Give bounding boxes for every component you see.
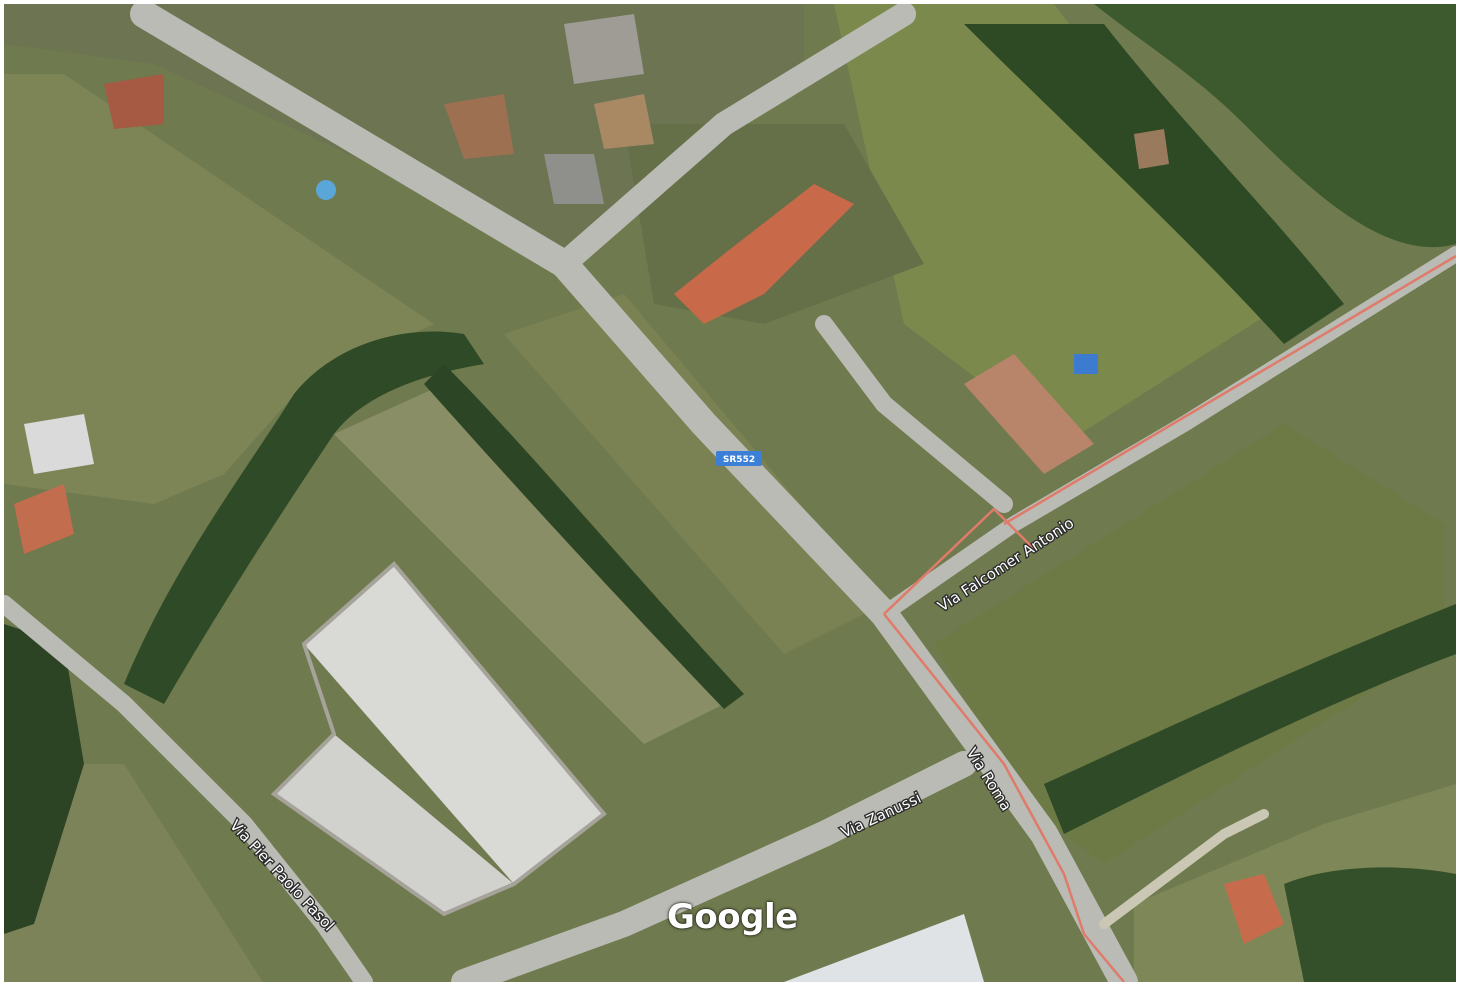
field-southwest — [4, 764, 263, 982]
house-roof-west — [14, 484, 74, 554]
woods-southeast — [1284, 867, 1456, 982]
shed-roof-west — [24, 414, 94, 474]
access-road — [815, 315, 1013, 513]
tree-row-center — [424, 364, 744, 709]
house-roof-north-1 — [444, 94, 514, 159]
villa-roof — [964, 354, 1094, 474]
round-pool — [316, 180, 336, 200]
house-roof-north-2 — [594, 94, 654, 149]
farmhouse-roof — [1224, 874, 1284, 944]
house-roof-north-4 — [564, 14, 644, 84]
dirt-track — [1099, 809, 1269, 929]
route-badge-background — [716, 451, 762, 466]
tree-belt-west — [124, 331, 484, 704]
cemetery-north-block — [304, 564, 604, 884]
route-badge-label: SR552 — [723, 455, 755, 465]
satellite-imagery: SR552 Via Falcomer Antonio Via Roma Via … — [4, 4, 1456, 982]
road-pasolini — [4, 595, 373, 982]
google-logo: Google — [667, 897, 798, 937]
cemetery-south-block — [274, 734, 514, 914]
woods-west — [4, 624, 84, 934]
house-roof-northwest — [104, 74, 164, 129]
terraced-houses — [674, 184, 854, 324]
field-center — [504, 294, 884, 654]
buildings — [14, 14, 1284, 944]
field-center-strip — [334, 384, 724, 744]
pool — [1074, 354, 1098, 374]
tree-row-east — [1044, 604, 1456, 834]
field-east — [934, 424, 1444, 864]
woods-northeast — [964, 24, 1344, 344]
industrial-roof — [784, 914, 984, 982]
field-northeast — [834, 4, 1284, 444]
route-badge: SR552 — [716, 451, 762, 466]
field-northwest — [4, 74, 434, 504]
satellite-map[interactable]: SR552 Via Falcomer Antonio Via Roma Via … — [4, 4, 1456, 982]
shed-roof-northeast — [1134, 129, 1169, 169]
house-roof-north-3 — [544, 154, 604, 204]
route-highlight — [883, 254, 1456, 982]
road-zanussi — [451, 751, 977, 982]
woods-north-edge — [1094, 4, 1456, 248]
cemetery-wall — [270, 561, 607, 917]
road-north-branch — [552, 4, 916, 276]
road-falcomer — [876, 246, 1456, 622]
